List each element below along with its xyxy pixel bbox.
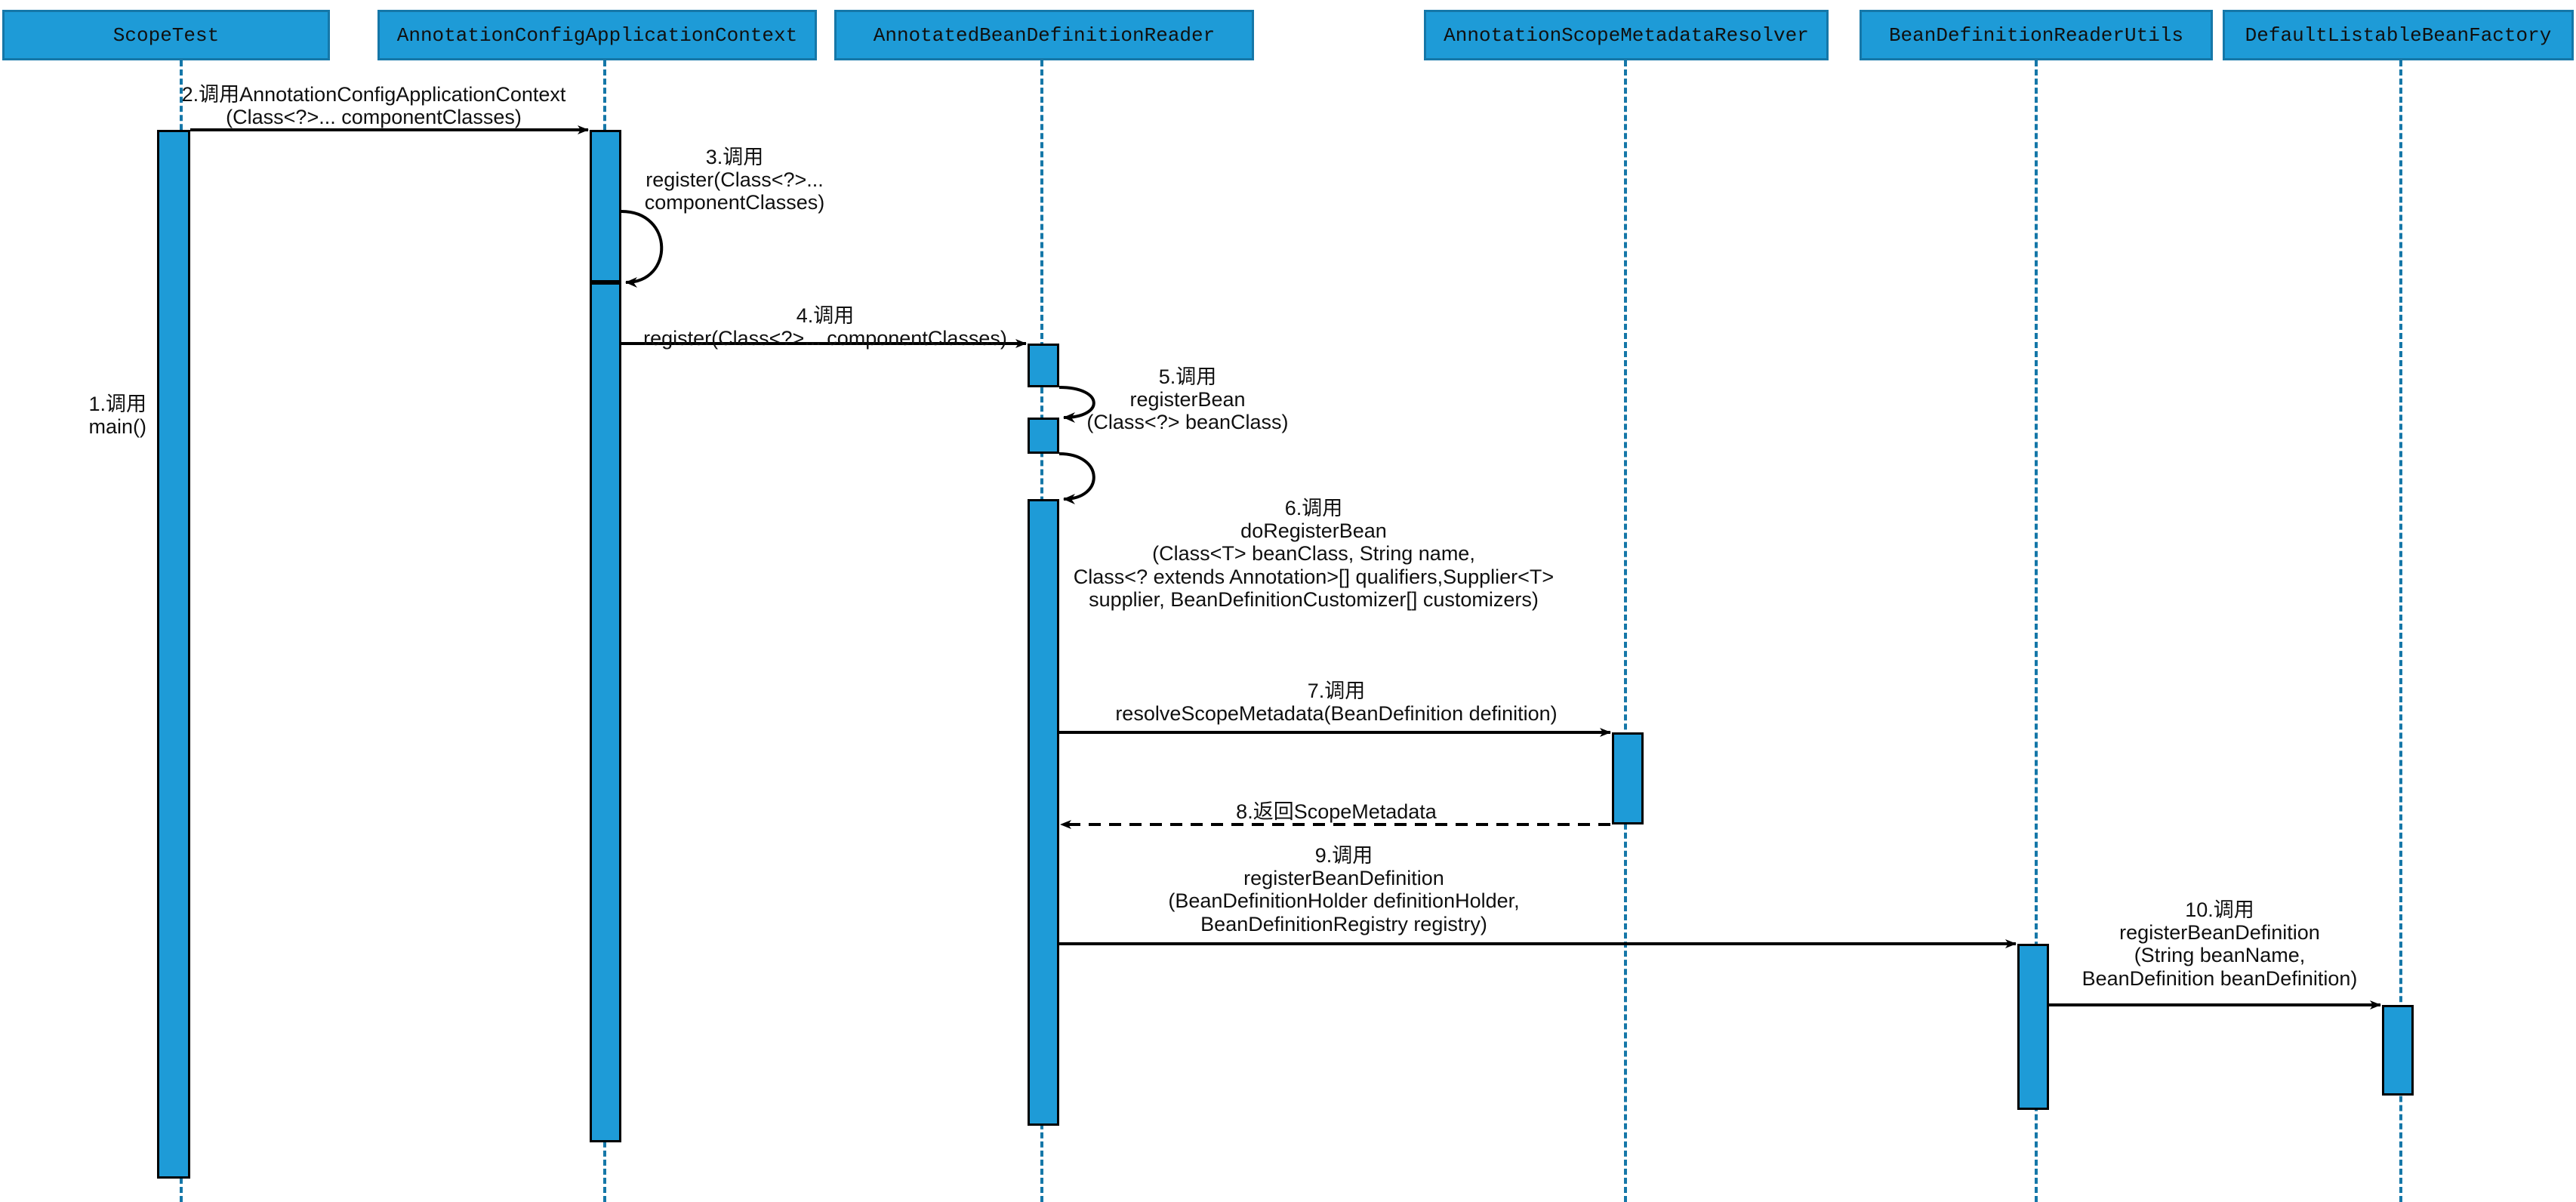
participant-box-annotationscopemetadataresolver[interactable]: AnnotationScopeMetadataResolver bbox=[1424, 10, 1829, 60]
message-label-line: BeanDefinitionRegistry registry) bbox=[1200, 912, 1487, 935]
message-label-line: 1.调用 bbox=[88, 393, 146, 415]
activation-bar-a5[interactable] bbox=[1028, 418, 1059, 454]
participant-box-annotationconfigapplicationcontext[interactable]: AnnotationConfigApplicationContext bbox=[377, 10, 817, 60]
message-label-line: 2.调用AnnotationConfigApplicationContext bbox=[181, 83, 566, 106]
message-label-line: 10.调用 bbox=[2185, 898, 2254, 921]
lifeline-p5 bbox=[2035, 60, 2038, 1202]
participant-label: BeanDefinitionReaderUtils bbox=[1888, 23, 2184, 47]
message-label-line: (String beanName, bbox=[2134, 944, 2306, 967]
message-label-line: 6.调用 bbox=[1284, 497, 1343, 519]
message-label-line: 8.返回ScopeMetadata bbox=[1236, 800, 1437, 823]
participant-label: DefaultListableBeanFactory bbox=[2245, 23, 2552, 47]
message-label-line: registerBeanDefinition bbox=[1243, 867, 1444, 890]
participant-label: AnnotationConfigApplicationContext bbox=[396, 23, 798, 47]
activation-bar-a4[interactable] bbox=[1028, 344, 1059, 387]
message-label-line: registerBeanDefinition bbox=[2119, 921, 2320, 945]
activation-bar-a2[interactable] bbox=[590, 130, 621, 282]
message-label-line: (BeanDefinitionHolder definitionHolder, bbox=[1168, 889, 1520, 913]
message-label-line: register(Class<?>... bbox=[646, 168, 824, 192]
message-label-line: 4.调用 bbox=[796, 304, 855, 327]
message-label-8: 8.返回ScopeMetadata bbox=[1065, 800, 1608, 823]
self-message-arrow-6[interactable] bbox=[1058, 452, 1095, 504]
message-label-line: register(Class<?>... componentClasses) bbox=[643, 327, 1007, 350]
message-label-line: (Class<?>... componentClasses) bbox=[226, 106, 522, 129]
participant-box-beandefinitionreaderutils[interactable]: BeanDefinitionReaderUtils bbox=[1860, 10, 2213, 60]
participant-box-annotatedbeandefinitionreader[interactable]: AnnotatedBeanDefinitionReader bbox=[834, 10, 1254, 60]
participant-label: ScopeTest bbox=[112, 23, 220, 47]
message-label-line: componentClasses) bbox=[644, 191, 825, 214]
lifeline-p4 bbox=[1624, 60, 1627, 1202]
participant-label: AnnotationScopeMetadataResolver bbox=[1444, 23, 1809, 47]
activation-bar-a8[interactable] bbox=[2017, 944, 2049, 1110]
participant-box-defaultlistablebeanfactory[interactable]: DefaultListableBeanFactory bbox=[2223, 10, 2574, 60]
activation-bar-a6[interactable] bbox=[1028, 499, 1059, 1126]
participant-label: AnnotatedBeanDefinitionReader bbox=[873, 23, 1216, 47]
activation-bar-a3[interactable] bbox=[590, 282, 621, 1142]
participant-box-scopetest[interactable]: ScopeTest bbox=[2, 10, 330, 60]
message-label-line: doRegisterBean bbox=[1240, 519, 1387, 543]
activation-bar-a1[interactable] bbox=[157, 130, 190, 1179]
message-label-line: 3.调用 bbox=[705, 146, 764, 168]
message-label-line: registerBean bbox=[1129, 388, 1246, 411]
message-label-line: resolveScopeMetadata(BeanDefinition defi… bbox=[1115, 702, 1558, 726]
message-label-line: BeanDefinition beanDefinition) bbox=[2081, 966, 2358, 990]
message-label-line: (Class<T> beanClass, String name, bbox=[1152, 542, 1475, 566]
message-label-line: 7.调用 bbox=[1307, 680, 1366, 702]
message-label-line: 9.调用 bbox=[1314, 844, 1373, 867]
self-message-arrow-3[interactable] bbox=[621, 210, 664, 288]
activation-bar-a9[interactable] bbox=[2382, 1005, 2414, 1096]
message-label-line: supplier, BeanDefinitionCustomizer[] cus… bbox=[1089, 587, 1539, 611]
activation-bar-a7[interactable] bbox=[1612, 732, 1644, 824]
message-label-line: Class<? extends Annotation>[] qualifiers… bbox=[1073, 565, 1555, 588]
message-label-line: (Class<?> beanClass) bbox=[1086, 411, 1289, 434]
message-label-line: 5.调用 bbox=[1158, 365, 1217, 388]
message-label-2: 2.调用AnnotationConfigApplicationContext(C… bbox=[162, 83, 585, 128]
message-label-line: main() bbox=[88, 415, 146, 439]
lifeline-p6 bbox=[2399, 60, 2402, 1202]
